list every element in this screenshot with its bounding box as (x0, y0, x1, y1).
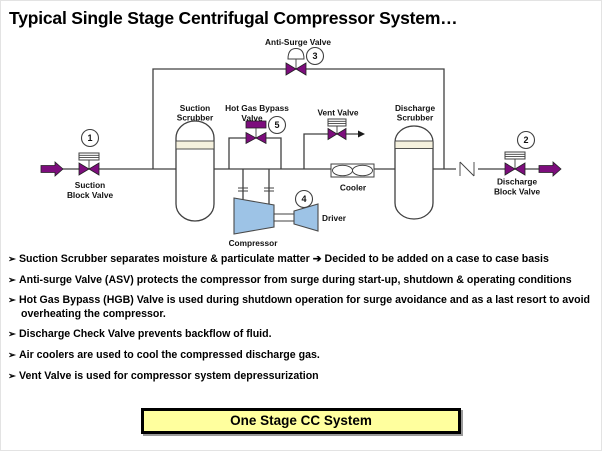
bullet-item: ➢Air coolers are used to cool the compre… (8, 349, 599, 362)
label-compressor: Compressor (229, 238, 279, 248)
bullet-text: Discharge Check Valve prevents backflow … (18, 328, 272, 341)
valve-stem (79, 154, 99, 169)
valve-actuator (78, 152, 100, 161)
bullet-arrow-icon: ➢ (8, 254, 16, 265)
process-diagram: 1 2 3 4 5 Anti-Surge Valve Suction Scrub… (40, 37, 562, 248)
valve-body (245, 131, 257, 145)
compressor-body (233, 197, 275, 235)
bullet-item: ➢Anti-surge Valve (ASV) protects the com… (8, 274, 599, 287)
valve-body (295, 62, 307, 76)
discharge-scrubber-vessel (394, 125, 434, 220)
bullet-text: Hot Gas Bypass (HGB) Valve is used durin… (18, 294, 590, 320)
vent-arrow-icon (358, 130, 365, 138)
valve-actuator (504, 151, 526, 160)
bullet-arrow-icon: ➢ (8, 295, 16, 307)
shaft (273, 213, 295, 222)
vent-valve (327, 118, 347, 141)
page-title: Typical Single Stage Centrifugal Compres… (9, 8, 458, 28)
valve-actuator (327, 118, 347, 127)
tag-number: 3 (312, 51, 317, 61)
bullet-text: Vent Valve is used for compressor system… (18, 369, 319, 382)
discharge-scrubber-demister (394, 140, 434, 149)
label-suction-block-valve: Suction (75, 180, 105, 190)
tag-hot-gas-bypass: 5 (267, 115, 287, 135)
bullet-arrow-icon: ➢ (8, 370, 16, 382)
tag-number: 2 (523, 135, 528, 145)
bullet-item: ➢Discharge Check Valve prevents backflow… (8, 328, 599, 341)
compressor-train (233, 197, 319, 235)
tag-number: 5 (274, 120, 279, 130)
check-valve-icon (459, 161, 475, 177)
flange-marks (238, 187, 274, 192)
bullet-arrow-icon: ➢ (8, 350, 16, 362)
tag-suction-block: 1 (80, 128, 100, 148)
suction-scrubber-demister (175, 140, 215, 150)
valve-body (514, 162, 526, 176)
label-hot-gas-bypass: Hot Gas Bypass (225, 103, 289, 113)
label-discharge-scrubber: Scrubber (397, 113, 434, 123)
footer-banner: One Stage CC System (141, 408, 461, 434)
notes-list: ➢Suction Scrubber separates moisture & p… (8, 253, 599, 391)
suction-scrubber (175, 120, 215, 222)
suction-block-valve (78, 152, 100, 176)
bullet-item: ➢Vent Valve is used for compressor syste… (8, 370, 599, 383)
bullet-text: Suction Scrubber separates moisture & pa… (18, 253, 549, 265)
valve-stem (328, 120, 346, 134)
discharge-scrubber (394, 125, 434, 220)
valve-body (255, 131, 267, 145)
discharge-check-valve (456, 161, 478, 177)
hot-gas-bypass-valve (245, 120, 267, 145)
valve-body (327, 127, 338, 141)
label-discharge-scrubber: Discharge (395, 103, 436, 113)
tag-discharge-block: 2 (516, 130, 536, 150)
tag-number: 1 (87, 133, 92, 143)
tag-number: 4 (301, 194, 306, 204)
valve-body (336, 127, 347, 141)
label-driver: Driver (322, 213, 347, 223)
driver-body (293, 203, 319, 232)
label-suction-scrubber: Suction (180, 103, 210, 113)
bullet-text: Air coolers are used to cool the compres… (18, 349, 320, 362)
valve-stem (505, 153, 525, 169)
anti-surge-valve (285, 47, 307, 76)
outlet-flow-arrow-icon (538, 161, 562, 177)
tag-anti-surge: 3 (305, 46, 325, 66)
label-suction-scrubber: Scrubber (177, 113, 214, 123)
valve-body (504, 162, 516, 176)
label-anti-surge-valve: Anti-Surge Valve (265, 37, 331, 47)
bullet-text: Anti-surge Valve (ASV) protects the comp… (18, 273, 572, 286)
suction-scrubber-vessel (175, 120, 215, 222)
bullet-item: ➢Hot Gas Bypass (HGB) Valve is used duri… (8, 294, 599, 320)
bullet-arrow-icon: ➢ (8, 329, 16, 341)
cooler (330, 163, 375, 178)
compressor-nozzle-pipes (242, 169, 270, 205)
label-hot-gas-bypass: Valve (241, 113, 263, 123)
discharge-block-valve (504, 151, 526, 176)
label-vent-valve: Vent Valve (317, 108, 358, 118)
inlet-flow-arrow-icon (40, 161, 64, 177)
bullet-arrow-icon: ➢ (8, 274, 16, 286)
cooler-fan-icon (352, 164, 373, 177)
label-cooler: Cooler (340, 183, 367, 193)
label-discharge-block-valve: Block Valve (494, 187, 541, 197)
label-discharge-block-valve: Discharge (497, 177, 538, 187)
bullet-item: ➢Suction Scrubber separates moisture & p… (8, 253, 599, 266)
hot-gas-bypass-line (228, 137, 282, 169)
valve-body (88, 162, 100, 176)
valve-body (78, 162, 90, 176)
label-suction-block-valve: Block Valve (67, 190, 114, 200)
tag-driver: 4 (294, 189, 314, 209)
valve-diaphragm-actuator (287, 47, 305, 60)
valve-body (285, 62, 297, 76)
